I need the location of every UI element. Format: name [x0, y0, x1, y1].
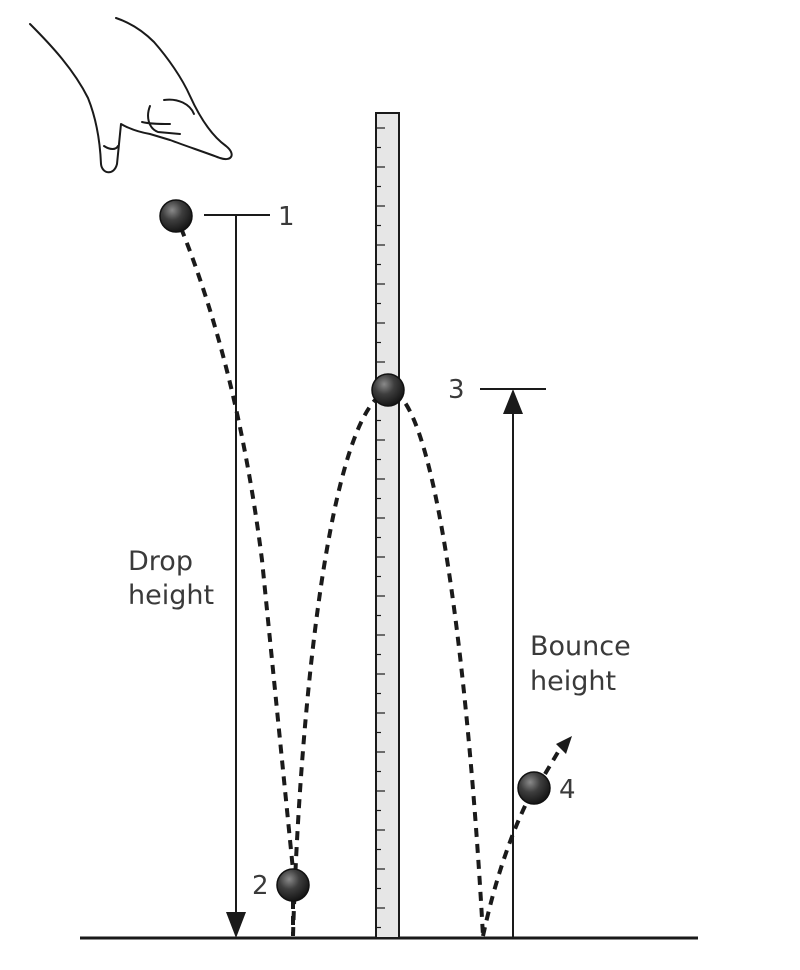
bounce-height-label-line2: height	[530, 666, 616, 697]
ball-1	[159, 199, 193, 233]
drop-height-arrow	[226, 215, 246, 938]
trajectory-arrowhead	[556, 736, 572, 754]
ball-trajectory	[179, 227, 566, 937]
bounce-height-arrow	[503, 389, 523, 938]
position-label-3: 3	[448, 375, 465, 405]
ruler-icon	[375, 112, 400, 939]
pointing-hand-icon	[29, 17, 233, 174]
ball-3	[371, 373, 405, 407]
ball-4	[517, 771, 551, 805]
position-label-1: 1	[278, 202, 295, 232]
drop-height-label-line2: height	[128, 580, 214, 611]
drop-height-label-line1: Drop	[128, 546, 193, 577]
bounce-height-label-line1: Bounce	[530, 631, 631, 662]
position-label-4: 4	[559, 775, 576, 805]
position-label-2: 2	[252, 871, 269, 901]
ball-2	[276, 868, 310, 902]
